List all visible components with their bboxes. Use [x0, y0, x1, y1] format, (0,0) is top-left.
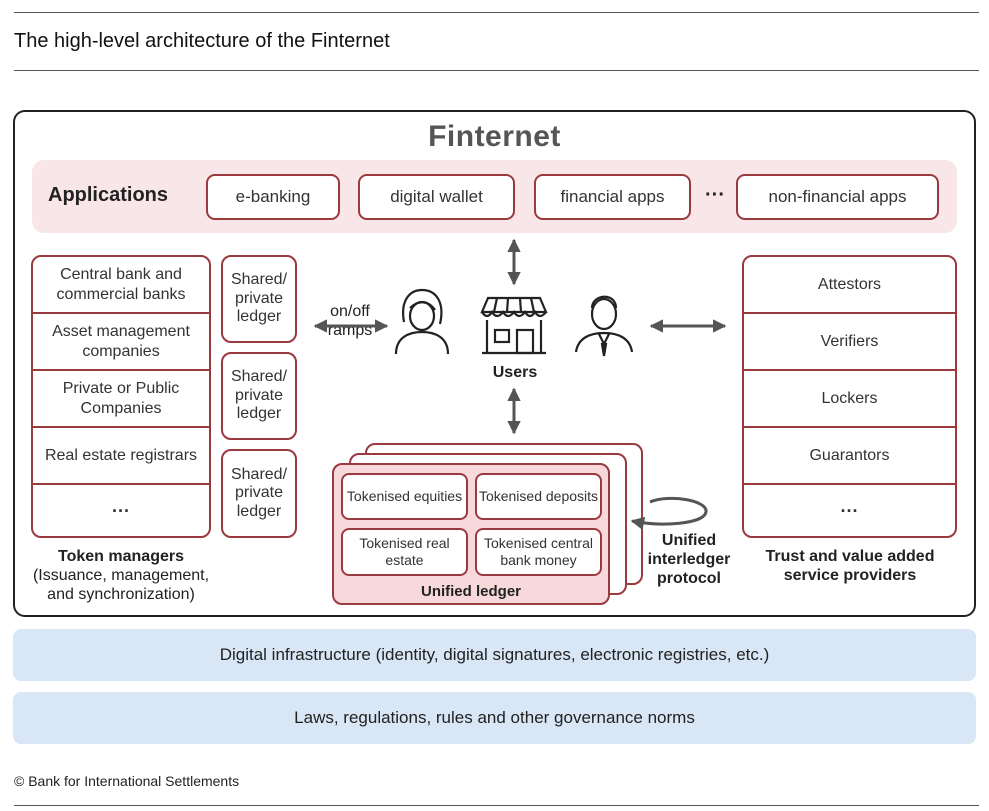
token-central-bank-money: Tokenised central bank money [475, 528, 602, 576]
token-deposits: Tokenised deposits [475, 473, 602, 520]
app-e-banking: e-banking [206, 174, 340, 220]
digital-infrastructure-band: Digital infrastructure (identity, digita… [13, 629, 976, 681]
apps-ellipsis: ··· [705, 184, 725, 206]
unified-ledger-label: Unified ledger [420, 583, 521, 600]
interledger-loop-arrow [630, 496, 708, 530]
governance-band: Laws, regulations, rules and other gover… [13, 692, 976, 744]
shared-ledger-1: Shared/ private ledger [221, 255, 297, 343]
provider-ellipsis: ··· [840, 500, 859, 521]
providers-caption: Trust and value added service providers [765, 548, 935, 585]
app-non-financial-apps: non-financial apps [736, 174, 939, 220]
users-label: Users [492, 364, 538, 381]
top-rule [14, 12, 979, 13]
shared-ledger-3: Shared/ private ledger [221, 449, 297, 538]
title-rule [14, 70, 979, 71]
token-managers-caption: Token managers [58, 548, 184, 565]
female-user-icon [394, 288, 450, 355]
token-manager-ellipsis: ··· [112, 500, 130, 521]
provider-verifiers: Verifiers [744, 314, 955, 371]
token-manager-companies: Private or Public Companies [33, 371, 209, 428]
male-user-icon [574, 295, 634, 357]
provider-guarantors: Guarantors [744, 428, 955, 485]
applications-label: Applications [48, 184, 169, 206]
token-real-estate: Tokenised real estate [341, 528, 468, 576]
provider-lockers: Lockers [744, 371, 955, 428]
token-managers-subcaption: (Issuance, management, and synchronizati… [32, 567, 210, 604]
store-icon [480, 296, 548, 355]
figure-title: The high-level architecture of the Finte… [14, 30, 390, 52]
token-equities: Tokenised equities [341, 473, 468, 520]
interledger-protocol-label: Unified interledger protocol [647, 532, 731, 588]
shared-ledger-2: Shared/ private ledger [221, 352, 297, 440]
provider-attestors: Attestors [744, 257, 955, 314]
bottom-rule [14, 805, 979, 806]
copyright: © Bank for International Settlements [14, 773, 240, 789]
finternet-title: Finternet [428, 120, 561, 153]
token-manager-asset-management: Asset management companies [33, 314, 209, 371]
app-digital-wallet: digital wallet [358, 174, 515, 220]
token-manager-real-estate: Real estate registrars [33, 428, 209, 485]
providers-stack: Attestors Verifiers Lockers Guarantors ·… [742, 255, 957, 538]
token-managers-stack: Central bank and commercial banks Asset … [31, 255, 211, 538]
app-financial-apps: financial apps [534, 174, 691, 220]
token-manager-banks: Central bank and commercial banks [33, 257, 209, 314]
